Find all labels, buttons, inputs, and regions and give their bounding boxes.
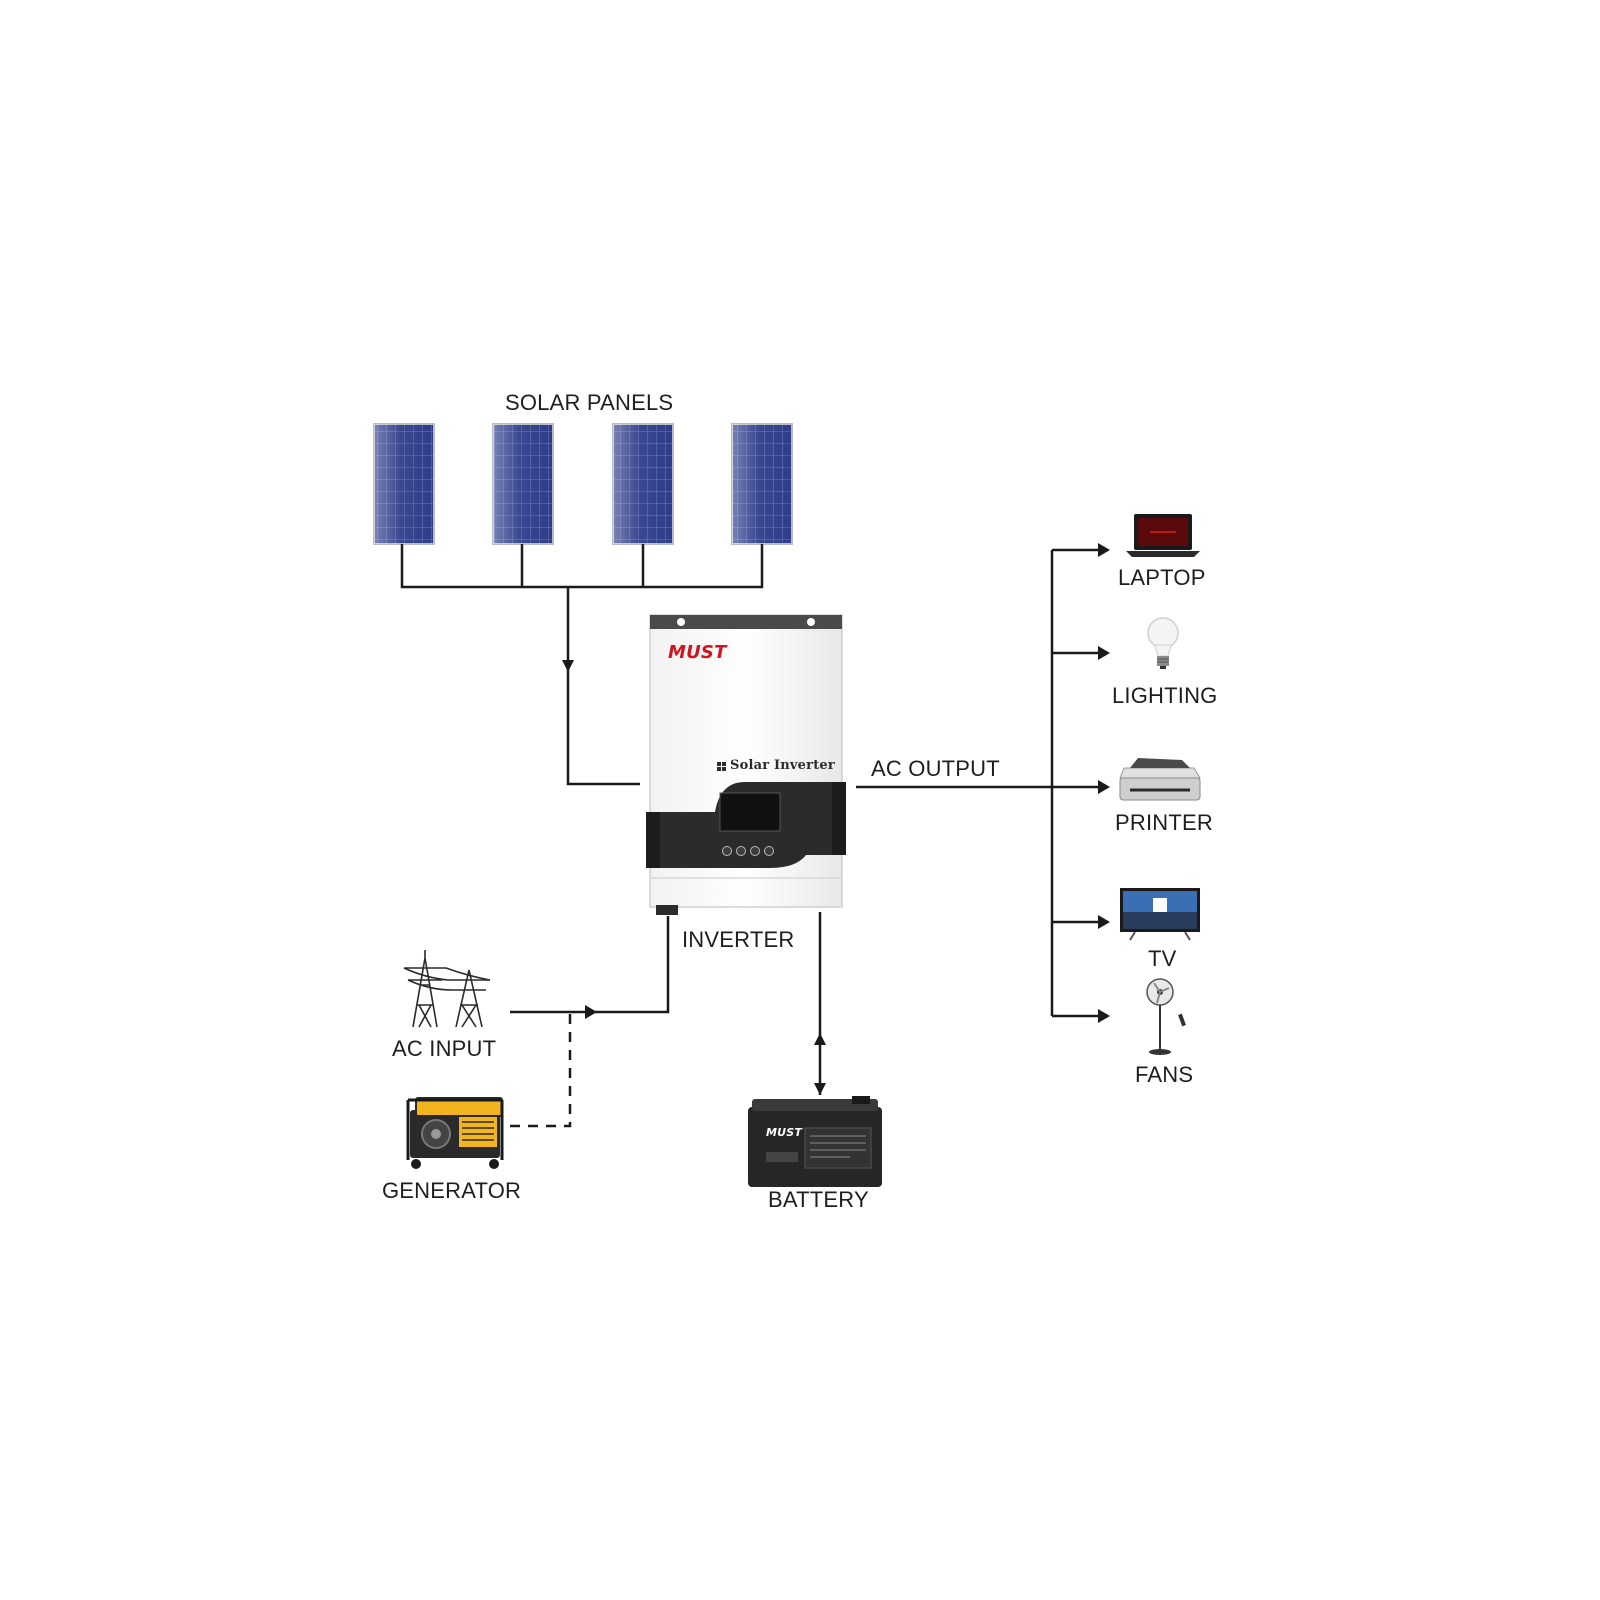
load-label-lighting: LIGHTING [1112,683,1218,708]
generator-label: GENERATOR [382,1178,522,1203]
arrow-down-icon [562,660,574,672]
inverter-buttons [722,846,774,856]
inverter-brand-logo: MUST [668,642,727,663]
battery-icon [748,1096,882,1187]
solar-grid-icon [717,762,726,771]
solar-panel-icon [492,423,554,545]
load-label-laptop: LAPTOP [1118,565,1206,590]
ac-output-label: AC OUTPUT [871,756,1000,781]
load-label-tv: TV [1148,946,1177,971]
load-label-fans: FANS [1135,1062,1194,1087]
ac-input-label: AC INPUT [392,1036,497,1061]
solar-panels-label: SOLAR PANELS [505,390,674,415]
battery-brand-logo: MUST [766,1126,803,1139]
arrow-down-icon [814,1083,826,1095]
inverter-device [646,614,846,915]
load-label-printer: PRINTER [1115,810,1213,835]
arrow-up-icon [814,1033,826,1045]
printer-icon [1119,758,1201,801]
arrow-right-icon [1098,646,1110,660]
inverter-label: INVERTER [682,927,795,952]
power-tower-icon [403,950,491,1028]
ac-input-line [510,916,670,1014]
fan-icon [1146,978,1186,1055]
arrow-right-icon [1098,780,1110,794]
arrow-right-icon [1098,1009,1110,1023]
solar-to-inverter-line [566,587,640,786]
generator-icon [406,1097,504,1169]
wiring [400,544,1100,1128]
solar-panel-icon [612,423,674,545]
battery-label: BATTERY [768,1187,869,1212]
arrow-right-icon [585,1005,597,1019]
panel-bus-line [400,544,764,589]
light-bulb-icon [1147,617,1179,669]
tv-icon [1120,888,1200,941]
solar-panel-icon [731,423,793,545]
arrow-right-icon [1098,543,1110,557]
solar-panel-icon [373,423,435,545]
arrow-right-icon [1098,915,1110,929]
laptop-icon [1126,514,1200,557]
arrowheads [562,543,1110,1095]
generator-dashed-line [510,1012,572,1128]
inverter-model-name: Solar Inverter [730,758,835,773]
solar-panel-array [373,423,793,545]
